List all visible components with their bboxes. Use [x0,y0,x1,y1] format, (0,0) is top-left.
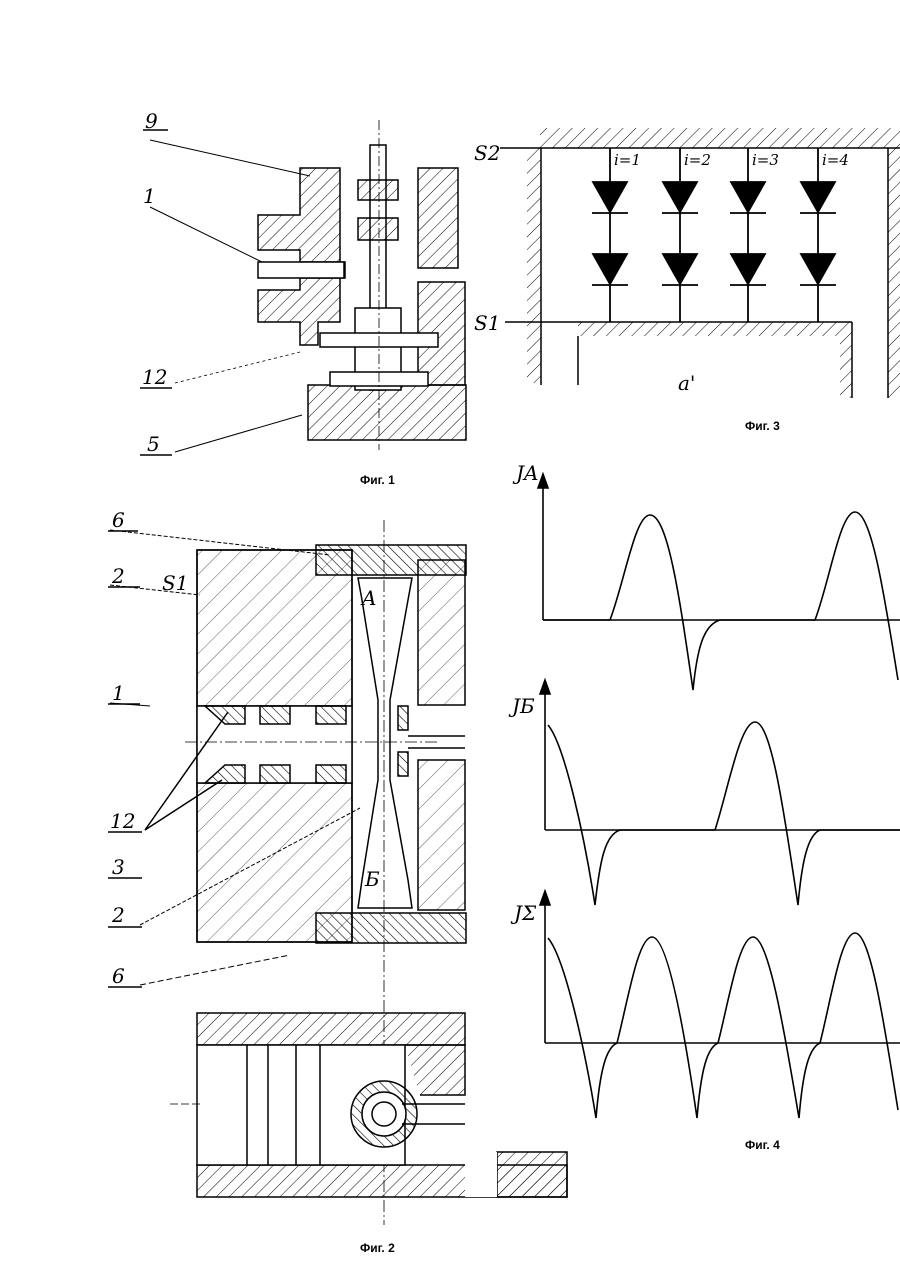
diode-column-3 [730,148,766,322]
fig2-top-plate [316,545,466,575]
fig2-plan-top-hatch [197,1013,465,1045]
fig2-label-3: 3 [112,855,125,879]
fig2-label-B: Б [364,867,380,891]
fig2-label-12: 12 [110,809,135,833]
fig3-caption: Фиг. 3 [745,419,780,433]
jb-trace [548,722,900,905]
diode-column-4 [800,148,836,322]
fig3-column-label-3: i=3 [752,151,779,169]
fig3-column-label-2: i=2 [684,151,711,169]
fig2-label-6-bottom: 6 [112,964,125,988]
fig3-label-s1: S1 [474,311,500,335]
waveform-plot-ja [538,474,900,690]
figure-1 [140,120,466,455]
fig2-plan-ring-inner [372,1102,396,1126]
diode-column-2 [662,148,698,322]
fig3-label-s2: S2 [474,141,500,165]
fig4-axis-label-jsum: JΣ [510,901,537,925]
fig2-label-2-top: 2 [111,564,125,588]
fig1-label-5: 5 [147,432,160,456]
figure-4 [538,474,900,1118]
fig1-caption: Фиг. 1 [360,473,395,487]
fig2-label-A: A [360,586,376,610]
waveform-plot-jb [540,680,900,905]
fig3-diode-array [592,148,836,322]
fig1-label-1: 1 [143,184,156,208]
fig3-top-hatch [540,128,900,148]
fig2-label-2-bottom: 2 [111,903,125,927]
fig2-right-block-lower [418,760,465,910]
fig2-biconical-element [358,578,412,908]
fig2-label-1: 1 [112,681,125,705]
fig2-label-6-top: 6 [112,508,125,532]
ja-trace [543,512,898,690]
fig3-bottom-block [578,322,852,398]
fig1-label-9: 9 [145,109,158,133]
diode-column-1 [592,148,628,322]
fig3-column-label-1: i=1 [614,151,641,169]
fig4-axis-label-jb: JБ [508,694,535,718]
fig1-base [308,385,466,440]
fig1-label-12: 12 [142,365,167,389]
fig3-left-wall [527,148,541,383]
figure-2 [108,520,567,1225]
jsum-trace [548,933,898,1118]
fig2-bottom-plate [316,913,466,943]
fig1-right-block-top [418,168,458,268]
fig3-column-label-4: i=4 [822,151,849,169]
fig2-label-s1: S1 [162,571,188,595]
fig2-caption: Фиг. 2 [360,1241,395,1255]
fig2-right-block-upper [418,560,465,705]
waveform-plot-jsum [540,891,900,1118]
fig4-axis-label-ja: JA [512,461,538,485]
fig3-right-wall [888,148,900,398]
fig1-housing [258,168,345,345]
fig3-label-a1: a' [678,371,695,395]
fig4-caption: Фиг. 4 [745,1138,780,1152]
